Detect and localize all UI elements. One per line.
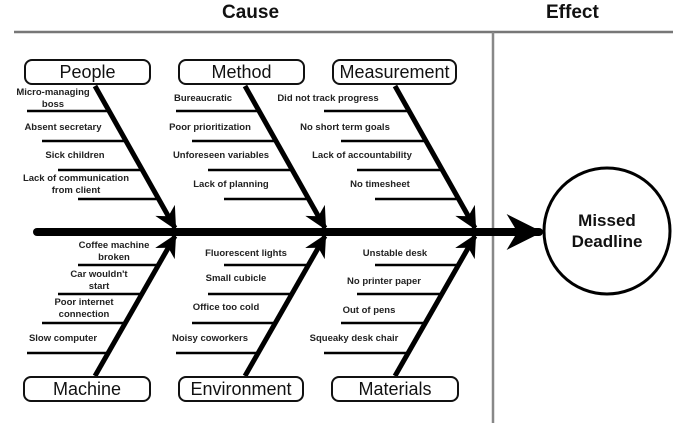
cause-label: Fluorescent lights <box>205 248 287 259</box>
cause-label: Lack of accountability <box>312 150 412 161</box>
cause-label: No timesheet <box>350 179 410 190</box>
cause-label: Did not track progress <box>277 93 379 104</box>
category-method: Method <box>178 59 305 85</box>
cause-label: Slow computer <box>28 333 98 344</box>
cause-label: Unforeseen variables <box>172 150 270 161</box>
cause-label: Bureaucratic <box>173 93 233 104</box>
cause-label: Unstable desk <box>362 248 428 259</box>
category-materials: Materials <box>331 376 459 402</box>
category-people: People <box>24 59 151 85</box>
effect-circle <box>542 166 672 296</box>
cause-label: Small cubicle <box>205 273 267 284</box>
cause-label: Squeaky desk chair <box>309 333 399 344</box>
bone-method <box>242 84 328 230</box>
cause-label: Lack of planning <box>193 179 269 190</box>
cause-label: Absent secretary <box>24 122 102 133</box>
bone-people <box>92 84 178 230</box>
effect-header: Effect <box>546 2 599 23</box>
cause-label: Sick children <box>45 150 105 161</box>
cause-header: Cause <box>222 2 280 23</box>
cause-label: Poor prioritization <box>169 122 251 133</box>
cause-label: Out of pens <box>342 305 396 316</box>
bone-measurement <box>392 84 478 230</box>
category-environment: Environment <box>178 376 304 402</box>
cause-label: Office too cold <box>192 302 260 313</box>
cause-label: Noisy coworkers <box>171 333 249 344</box>
category-measurement: Measurement <box>332 59 457 85</box>
cause-label: No printer paper <box>347 276 421 287</box>
cause-label: No short term goals <box>300 122 390 133</box>
category-machine: Machine <box>23 376 151 402</box>
